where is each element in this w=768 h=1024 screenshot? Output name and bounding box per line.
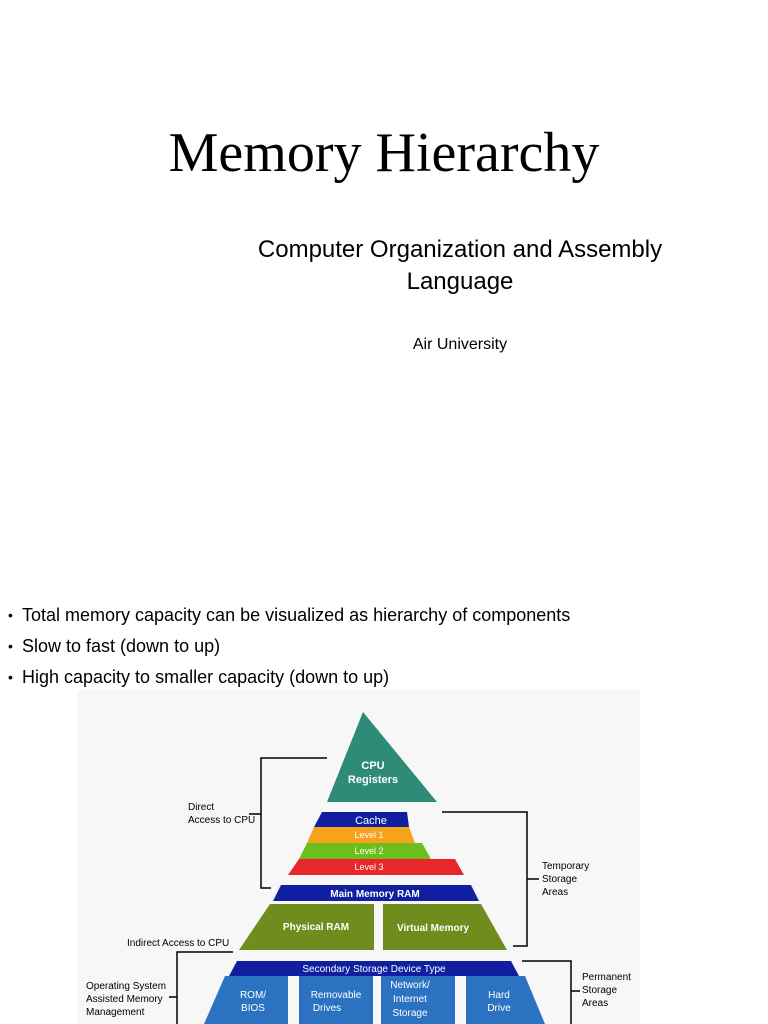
bullet-text: Total memory capacity can be visualized … bbox=[22, 605, 571, 625]
cache-layer bbox=[314, 812, 409, 827]
physical-ram-layer bbox=[239, 904, 374, 950]
network-label-line-3: Storage bbox=[392, 1008, 427, 1019]
cache-level-1-layer bbox=[307, 827, 415, 843]
subtitle-line-2: Language bbox=[406, 268, 514, 295]
title-slide: Memory Hierarchy Computer Organization a… bbox=[168, 122, 730, 353]
indirect-access-bracket bbox=[176, 951, 233, 1024]
bullet-item: • Slow to fast (down to up) bbox=[8, 631, 748, 662]
memory-hierarchy-diagram: CPU Registers Cache Level 1 Level 2 Leve… bbox=[77, 690, 640, 1024]
network-storage-block bbox=[381, 976, 455, 1024]
hard-drive-label-line-1: Hard bbox=[488, 990, 510, 1001]
permanent-storage-label-line-3: Areas bbox=[582, 998, 608, 1009]
level-1-label: Level 1 bbox=[354, 830, 383, 840]
direct-access-label-line-1: Direct bbox=[188, 802, 214, 813]
bullet-item: • Total memory capacity can be visualized… bbox=[8, 600, 748, 631]
cpu-label-line-2: Registers bbox=[348, 774, 398, 786]
main-memory-label: Main Memory RAM bbox=[330, 889, 419, 900]
os-memory-label-line-3: Management bbox=[86, 1007, 145, 1018]
secondary-storage-label: Secondary Storage Device Type bbox=[302, 964, 446, 975]
secondary-storage-layer bbox=[229, 961, 519, 976]
removable-label-line-2: Drives bbox=[313, 1003, 341, 1014]
os-memory-label-line-2: Assisted Memory bbox=[86, 994, 163, 1005]
direct-access-label-line-2: Access to CPU bbox=[188, 815, 255, 826]
permanent-storage-bracket bbox=[522, 960, 572, 1024]
permanent-storage-label-line-2: Storage bbox=[582, 985, 617, 996]
network-label-line-2: Internet bbox=[393, 994, 427, 1005]
bullet-dot-icon: • bbox=[8, 638, 13, 654]
main-memory-layer bbox=[273, 885, 479, 901]
cpu-registers-layer bbox=[327, 712, 437, 802]
rom-label-line-2: BIOS bbox=[241, 1003, 265, 1014]
bullet-dot-icon: • bbox=[8, 607, 13, 623]
temporary-storage-label-line-3: Areas bbox=[542, 887, 568, 898]
hard-drive-block bbox=[466, 976, 545, 1024]
rom-bios-block bbox=[204, 976, 288, 1024]
pyramid-svg: CPU Registers Cache Level 1 Level 2 Leve… bbox=[86, 712, 631, 1024]
organization-name: Air University bbox=[412, 336, 508, 353]
temporary-storage-label-line-2: Storage bbox=[542, 874, 577, 885]
bullet-list: • Total memory capacity can be visualized… bbox=[8, 600, 748, 693]
indirect-access-label: Indirect Access to CPU bbox=[127, 938, 229, 949]
bullet-text: Slow to fast (down to up) bbox=[22, 636, 221, 656]
permanent-storage-label-line-1: Permanent bbox=[582, 972, 631, 983]
rom-label-line-1: ROM/ bbox=[240, 990, 266, 1001]
bullet-item: • High capacity to smaller capacity (down… bbox=[8, 662, 748, 693]
subtitle-line-1: Computer Organization and Assembly bbox=[257, 236, 663, 263]
os-memory-label-line-1: Operating System bbox=[86, 981, 166, 992]
level-3-label: Level 3 bbox=[354, 862, 383, 872]
hard-drive-label-line-2: Drive bbox=[487, 1003, 511, 1014]
physical-ram-label: Physical RAM bbox=[283, 922, 349, 933]
virtual-memory-label: Virtual Memory bbox=[397, 923, 469, 934]
virtual-memory-layer bbox=[383, 904, 507, 950]
network-label-line-1: Network/ bbox=[390, 980, 430, 991]
bullet-dot-icon: • bbox=[8, 669, 13, 685]
removable-label-line-1: Removable bbox=[311, 990, 362, 1001]
cache-level-2-layer bbox=[299, 843, 431, 859]
cache-level-3-layer bbox=[288, 859, 464, 875]
cpu-label-line-1: CPU bbox=[361, 760, 384, 772]
temporary-storage-label-line-1: Temporary bbox=[542, 861, 589, 872]
direct-access-bracket bbox=[260, 757, 327, 889]
removable-drives-block bbox=[299, 976, 373, 1024]
cache-label: Cache bbox=[355, 815, 387, 827]
level-2-label: Level 2 bbox=[354, 846, 383, 856]
slide-title: Memory Hierarchy bbox=[168, 122, 600, 184]
bullet-text: High capacity to smaller capacity (down … bbox=[22, 667, 390, 687]
slide-subtitle: Computer Organization and Assembly Langu… bbox=[190, 234, 730, 298]
